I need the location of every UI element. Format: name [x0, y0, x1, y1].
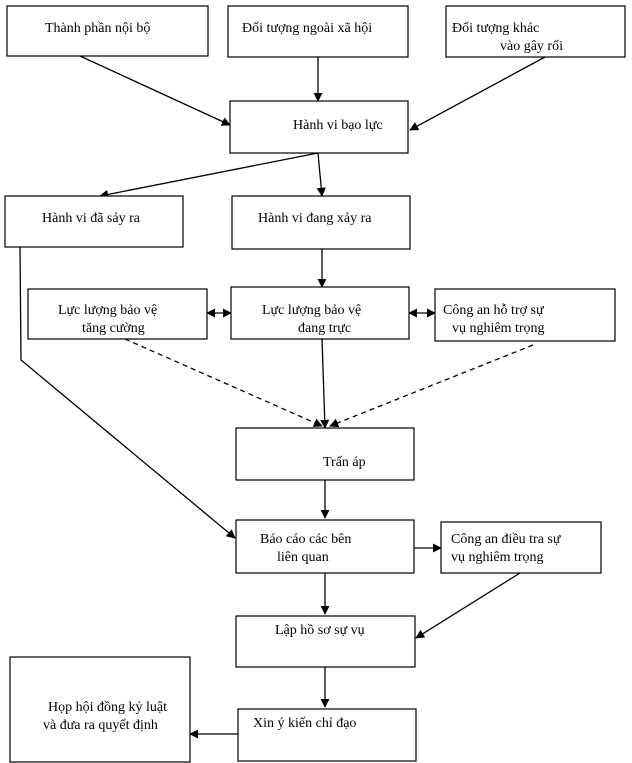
- node-occurred-line-1: Hành vi đã sảy ra: [42, 211, 141, 226]
- node-report-line-2: liên quan: [277, 550, 329, 565]
- node-file: Lập hồ sơ sự vụ: [235, 615, 416, 668]
- node-guidance: Xin ý kiến chỉ đạo: [237, 708, 417, 762]
- node-police-support: Công an hỗ trợ sự vụ nghiêm trọng: [434, 288, 616, 342]
- arrow-occurred-to-report: [19, 246, 236, 539]
- node-file-line-1: Lập hồ sơ sự vụ: [275, 623, 365, 638]
- node-occurring: Hành vi đang xảy ra: [231, 195, 411, 250]
- node-report-line-1: Báo cáo các bên: [260, 532, 351, 547]
- node-on-duty: Lực lượng bảo vệ đang trực: [230, 286, 410, 340]
- node-violence-line-1: Hành vi bạo lực: [293, 118, 383, 133]
- node-reinforce: Lực lượng bảo vệ tăng cường: [27, 288, 208, 340]
- node-internal: Thành phần nội bộ: [6, 5, 209, 57]
- arrow-reinforce-to-suppress: [124, 338, 323, 427]
- node-council-line-1: Họp hội đồng kỷ luật: [48, 700, 167, 715]
- node-police-support-line-1: Công an hỗ trợ sự: [443, 303, 544, 318]
- node-suppress-line-1: Trấn áp: [323, 455, 366, 470]
- node-other: Đối tượng khác vào gây rối: [445, 5, 626, 58]
- arrow-police-investigate-to-file: [415, 572, 521, 639]
- arrow-violence-to-occurred: [99, 152, 319, 199]
- node-on-duty-line-1: Lực lượng bảo vệ: [262, 303, 361, 318]
- node-occurring-line-1: Hành vi đang xảy ra: [258, 211, 372, 226]
- node-internal-line-1: Thành phần nội bộ: [45, 21, 150, 36]
- node-police-support-line-2: vụ nghiêm trọng: [452, 321, 545, 336]
- node-suppress: Trấn áp: [235, 427, 415, 481]
- arrow-police-support-to-suppress: [329, 344, 534, 428]
- node-occurred: Hành vi đã sảy ra: [4, 195, 184, 248]
- node-on-duty-line-2: đang trực: [298, 321, 351, 336]
- connectors: [19, 55, 546, 739]
- node-other-line-2: vào gây rối: [500, 39, 563, 54]
- node-police-investigate-line-2: vụ nghiêm trọng: [451, 550, 544, 565]
- arrow-other-to-violence: [409, 56, 546, 131]
- node-guidance-line-1: Xin ý kiến chỉ đạo: [253, 716, 356, 731]
- node-council: Họp hội đồng kỷ luật và đưa ra quyết địn…: [9, 656, 191, 763]
- node-external: Đối tượng ngoài xã hội: [227, 5, 409, 58]
- node-report: Báo cáo các bên liên quan: [235, 519, 415, 574]
- node-police-investigate-line-1: Công an điều tra sự: [451, 532, 561, 547]
- node-reinforce-line-1: Lực lượng bảo vệ: [58, 303, 157, 318]
- arrow-internal-to-violence: [79, 55, 231, 126]
- node-other-line-1: Đối tượng khác: [452, 21, 539, 36]
- node-police-investigate: Công an điều tra sự vụ nghiêm trọng: [440, 521, 602, 574]
- node-violence: Hành vi bạo lực: [229, 100, 409, 154]
- node-council-line-2: và đưa ra quyết định: [43, 718, 158, 733]
- node-reinforce-line-2: tăng cường: [82, 321, 145, 336]
- arrow-violence-to-occurring: [316, 152, 326, 197]
- arrow-onduty-to-suppress: [320, 338, 330, 429]
- node-external-line-1: Đối tượng ngoài xã hội: [242, 21, 372, 36]
